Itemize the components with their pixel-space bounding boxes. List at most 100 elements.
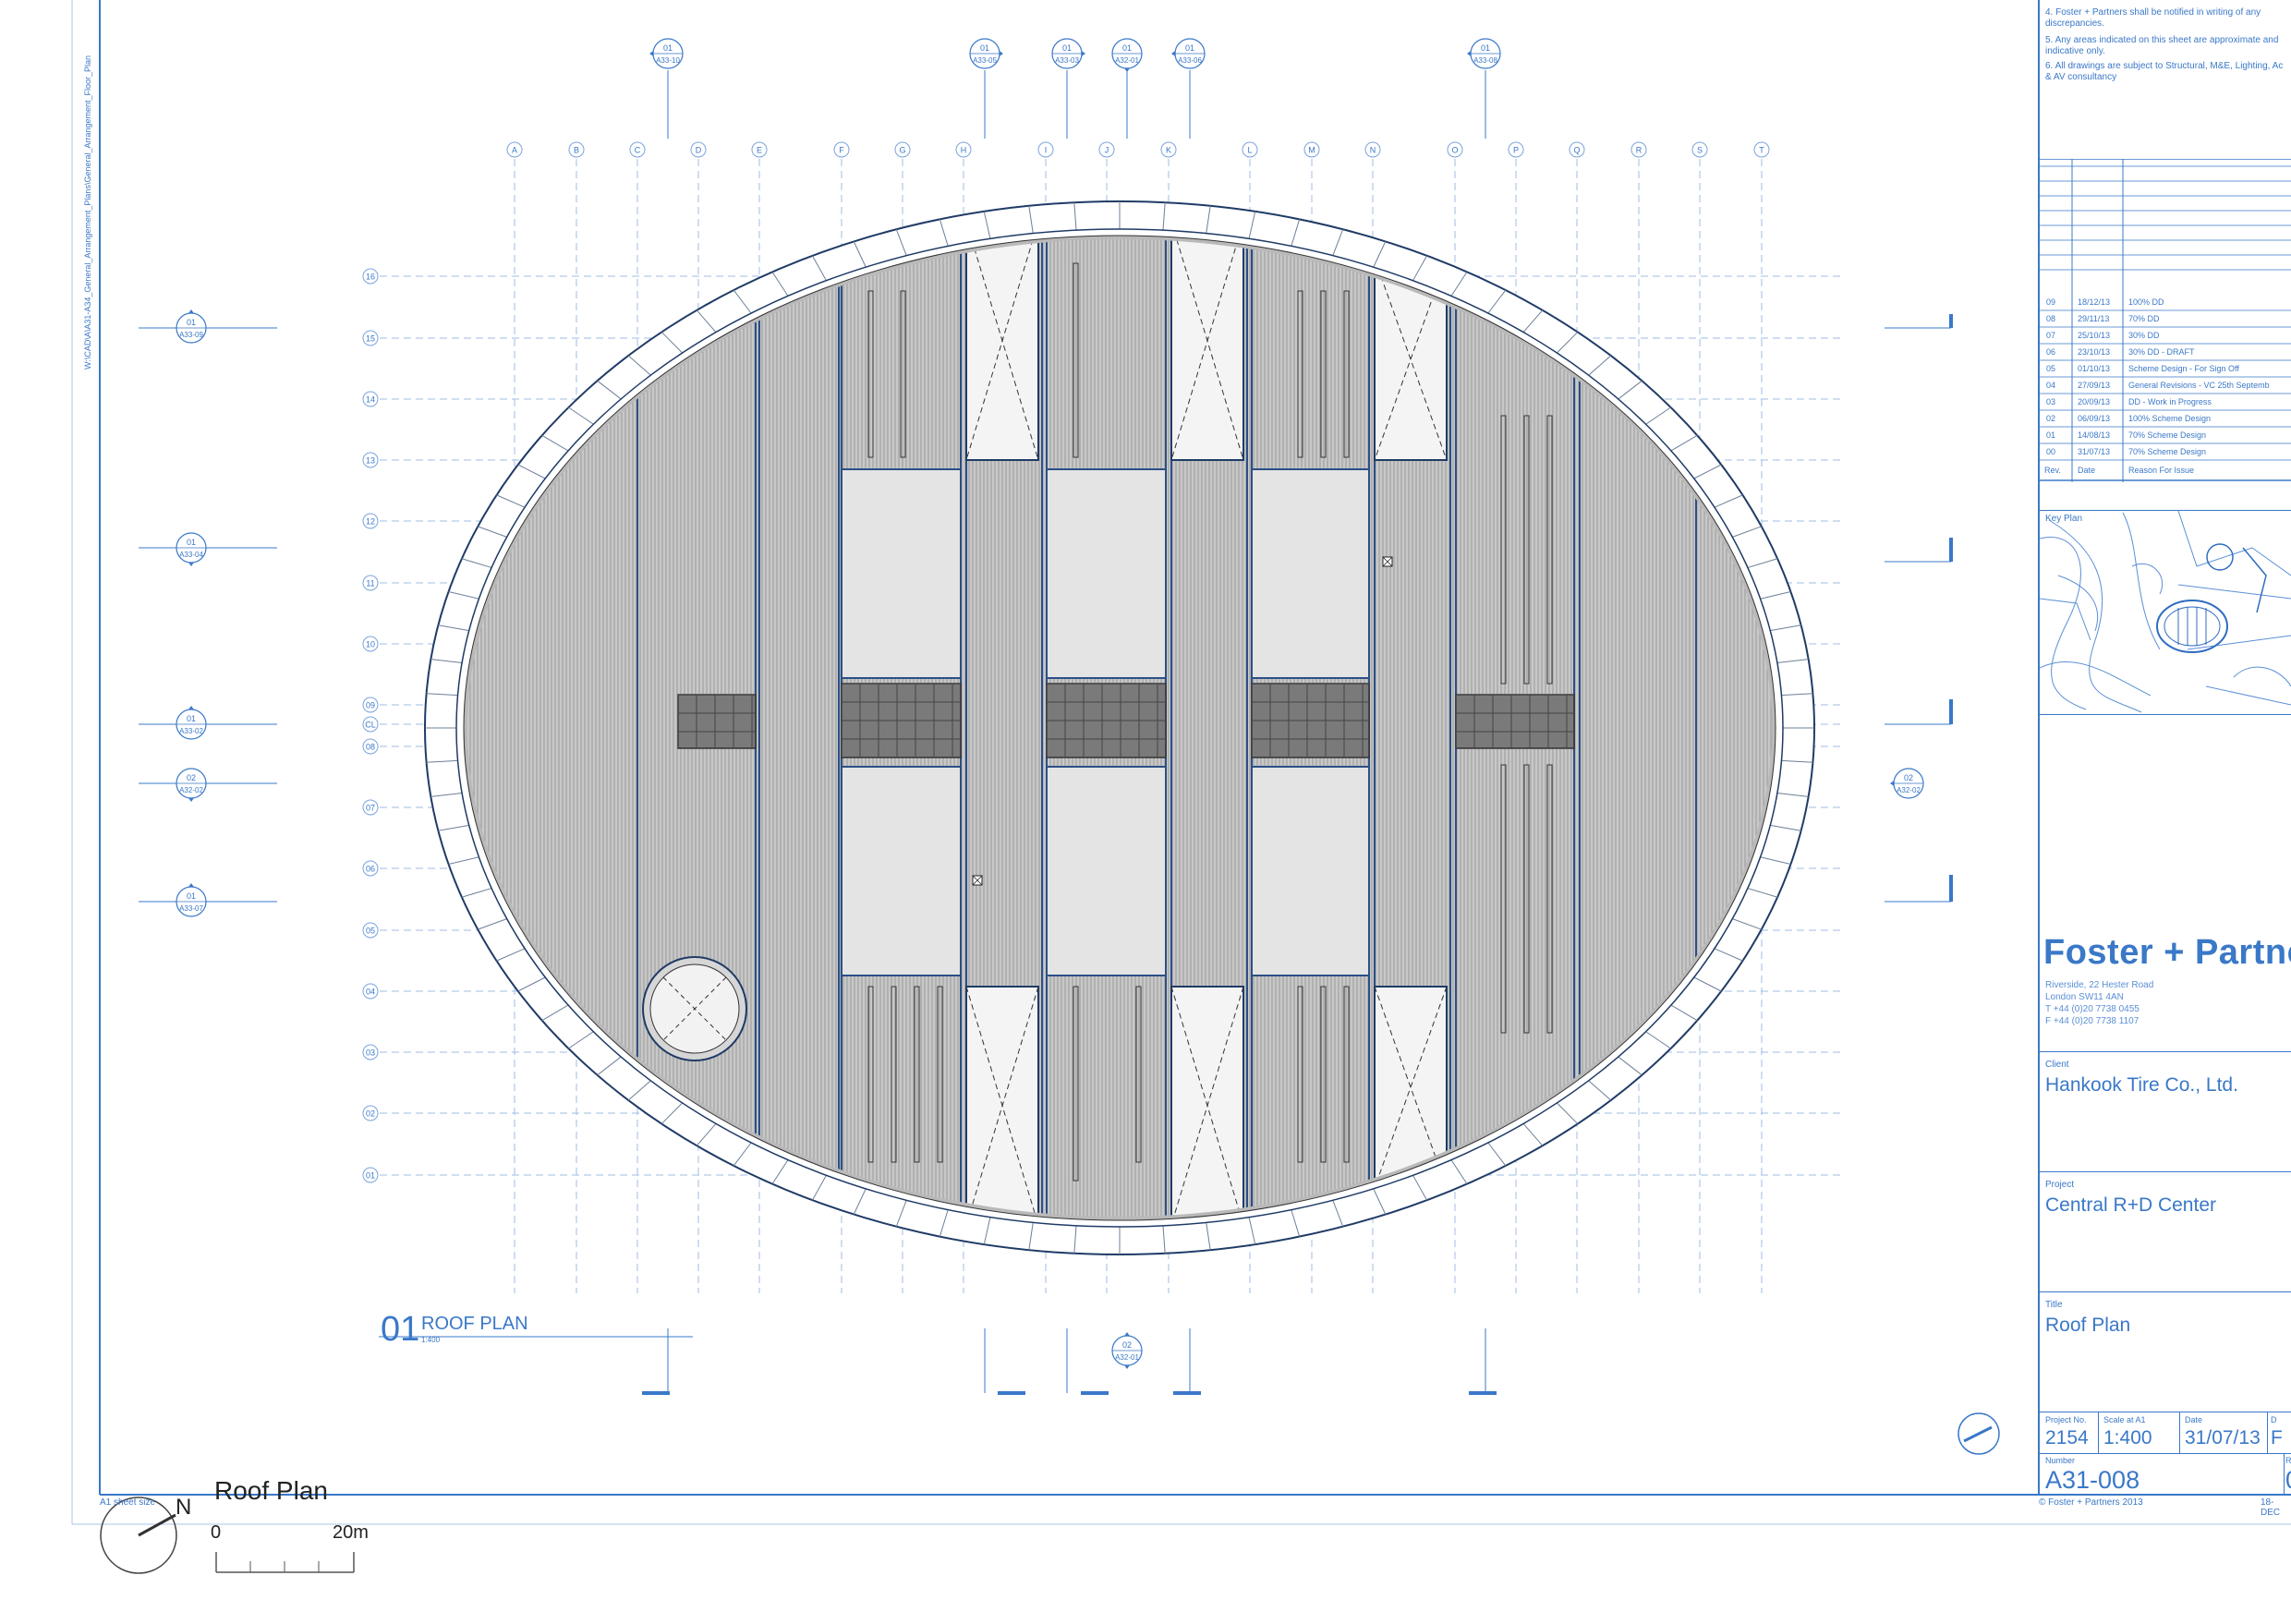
facade-fin	[426, 759, 458, 763]
drawing-number-cell: Number A31-008	[2039, 1453, 2285, 1495]
grid-column-bubble	[1098, 141, 1115, 158]
rooflight-strip	[1343, 986, 1350, 1163]
section-marker-ref: A33-08	[1473, 56, 1497, 65]
facade-fin	[496, 494, 526, 508]
scale-start-label: 0	[211, 1522, 222, 1543]
facade-fin	[478, 526, 507, 538]
roof-panel	[1046, 766, 1167, 976]
revision-number: 04	[2046, 381, 2056, 390]
revision-reason: 70% DD	[2128, 314, 2160, 323]
section-marker-number: 01	[1062, 43, 1072, 53]
grid-row-label: CL	[365, 721, 376, 730]
facade-fin	[478, 918, 507, 930]
facade-fin	[1714, 494, 1743, 508]
revision-date: 06/09/13	[2078, 414, 2111, 423]
grid-column-label: G	[899, 146, 905, 155]
rooflight-strip	[1320, 290, 1327, 458]
firm-address-line: London SW11 4AN	[2045, 992, 2124, 1002]
facade-fin	[939, 1209, 949, 1237]
facade-fin	[771, 1159, 789, 1184]
grid-column-label: Q	[1573, 146, 1580, 155]
client-section: Client Hankook Tire Co., Ltd.	[2039, 1051, 2291, 1172]
facade-fin	[1248, 211, 1256, 239]
rooflight-strip	[1546, 764, 1553, 1034]
grid-row-bubble	[362, 636, 379, 652]
revision-number: 02	[2046, 414, 2056, 423]
facade-fin	[1450, 272, 1468, 297]
grid-row-bubble	[362, 575, 379, 591]
section-marker-ref: A33-06	[1178, 56, 1202, 65]
revision-date: 31/07/13	[2078, 447, 2111, 456]
grid-column-bubble	[751, 141, 768, 158]
section-marker-ref: A32-02	[1897, 786, 1921, 794]
section-marker-ref: A33-02	[179, 727, 203, 735]
facade-fin	[1248, 1217, 1256, 1245]
revision-date: 18/12/13	[2078, 297, 2111, 307]
grid-column-bubble	[1160, 141, 1177, 158]
rooflight-strip	[1500, 415, 1507, 685]
revision-reason: DD - Work in Progress	[2128, 397, 2212, 406]
facade-fin	[1450, 1159, 1468, 1184]
section-marker-number: 01	[1185, 43, 1194, 53]
facade-fin	[811, 1175, 827, 1201]
grid-column-label: C	[635, 146, 641, 155]
project-number-label: Project No.	[2045, 1415, 2087, 1424]
facade-fin	[1732, 526, 1762, 538]
grid-row-label: 02	[366, 1109, 375, 1119]
facade-fin	[1645, 406, 1671, 425]
grid-row-label: 10	[366, 640, 375, 649]
rooflight-strip	[1297, 986, 1303, 1163]
grid-column-label: B	[574, 146, 579, 155]
facade-fin	[1557, 332, 1579, 354]
small-north-arrow-icon	[1958, 1412, 2000, 1455]
facade-fin	[1073, 1225, 1077, 1254]
skylight-band	[677, 694, 757, 749]
revision-date: 25/10/13	[2078, 331, 2111, 340]
section-marker-number: 02	[1122, 1340, 1132, 1350]
drawing-title: ROOF PLAN	[421, 1314, 528, 1334]
north-label: N	[176, 1495, 192, 1520]
grid-column-label: L	[1247, 146, 1252, 155]
grid-column-bubble	[1753, 141, 1770, 158]
scale-cell: Scale at A1 1:400	[2098, 1412, 2180, 1453]
scale-value: 1:400	[2103, 1427, 2152, 1448]
project-number-cell: Project No. 2154	[2039, 1412, 2099, 1453]
revision-date: 01/10/13	[2078, 364, 2111, 373]
roof-opening	[965, 239, 1039, 461]
opening-cross	[965, 986, 1039, 1217]
number-row: Number A31-008 R 0	[2039, 1453, 2291, 1495]
facade-fin	[895, 229, 907, 256]
section-marker-ref: A33-09	[179, 331, 203, 339]
grid-column-bubble	[1569, 141, 1585, 158]
roof-hatch-cross	[1382, 556, 1393, 567]
grid-column-bubble	[1508, 141, 1524, 158]
revision-reason: General Revisions - VC 25th Septemb	[2128, 381, 2270, 390]
grid-row-label: 05	[366, 927, 375, 936]
revision-date: 27/09/13	[2078, 381, 2111, 390]
note-4: 4. Foster + Partners shall be notified i…	[2045, 7, 2261, 29]
facade-fin	[461, 888, 492, 898]
section-marker-number: 01	[187, 318, 196, 327]
facade-fin	[1073, 202, 1077, 231]
facade-fin	[1776, 659, 1809, 664]
rooflight-strip	[900, 290, 906, 458]
facade-fin	[1206, 1222, 1211, 1251]
facade-fin	[1412, 255, 1428, 281]
facade-fin	[1291, 1209, 1301, 1237]
facade-fin	[1776, 792, 1809, 797]
firm-address-line: F +44 (0)20 7738 1107	[2045, 1016, 2139, 1026]
facade-fin	[1373, 1188, 1387, 1215]
grid-row-label: 06	[366, 865, 375, 874]
grid-row-bubble	[362, 1167, 379, 1183]
grid-row-label: 14	[366, 395, 375, 405]
facade-fin	[1162, 202, 1166, 231]
revision-number: 06	[2046, 347, 2056, 357]
rooflight-strip	[1073, 262, 1079, 458]
section-marker-number: 01	[1481, 43, 1490, 53]
revision-date: 29/11/13	[2078, 314, 2110, 323]
facade-fin	[733, 1142, 752, 1167]
facade-fin	[496, 948, 526, 962]
grid-column-label: R	[1636, 146, 1642, 155]
